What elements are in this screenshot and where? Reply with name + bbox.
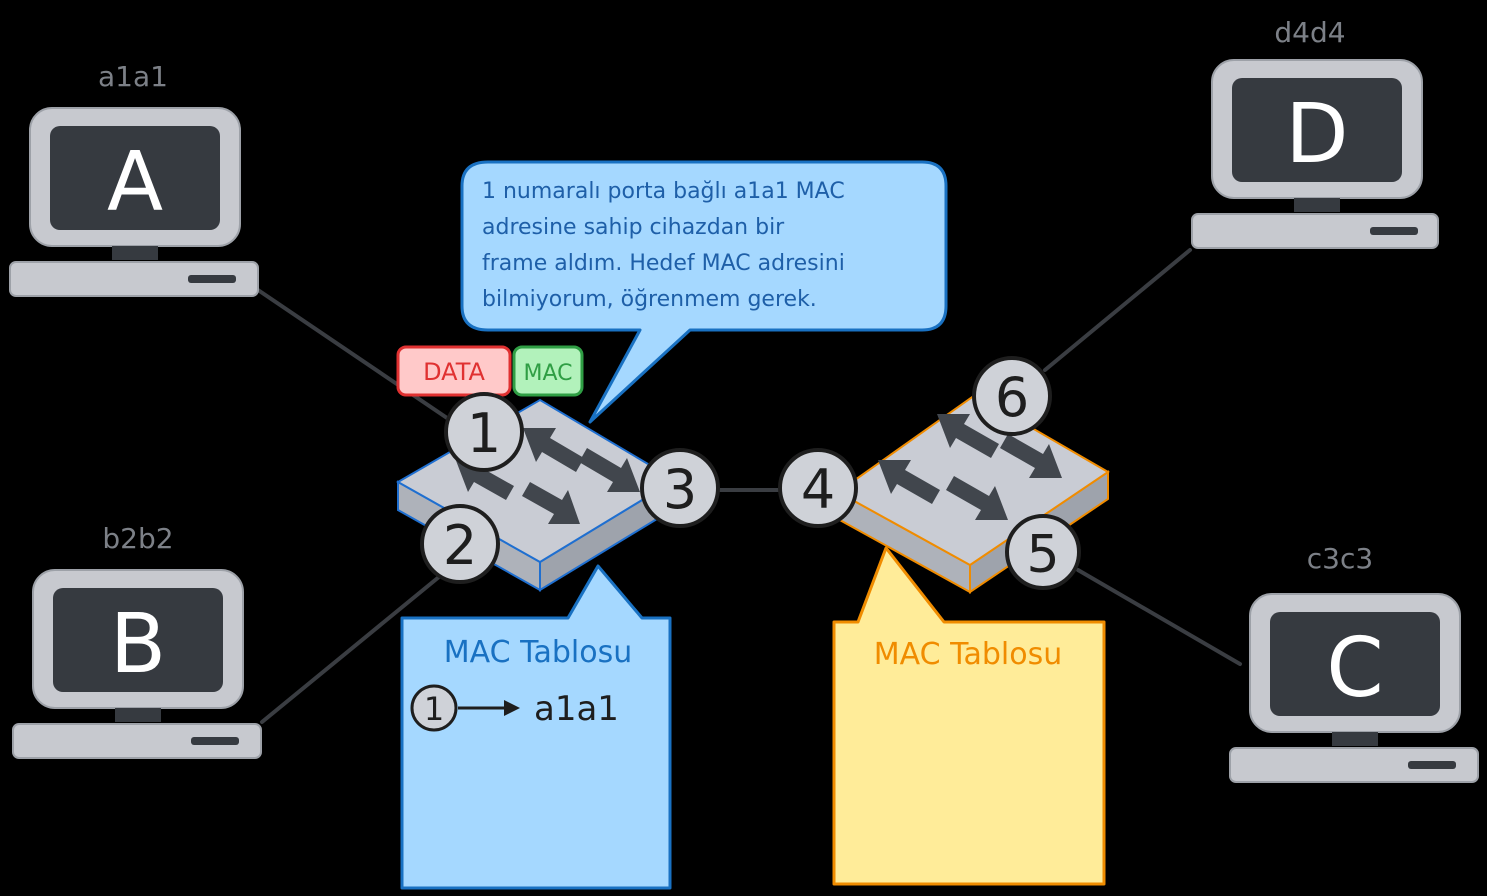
table-panel <box>832 546 1106 886</box>
monitor-stand <box>112 246 158 260</box>
computer-letter: C <box>1326 621 1383 716</box>
mac-label-text: MAC <box>523 361 572 386</box>
monitor-stand <box>115 708 161 722</box>
arrow-right-icon <box>504 700 520 716</box>
arrow-icon <box>579 448 640 492</box>
wires <box>256 248 1242 724</box>
drive-slot <box>1408 761 1456 769</box>
port-number: 2 <box>443 514 477 577</box>
port-circle <box>640 448 720 528</box>
bubble-text: 1 numaralı porta bağlı a1a1 MAC adresine… <box>482 179 852 312</box>
computer-a: a1a1 A <box>9 60 259 297</box>
wire-a-port1 <box>256 288 452 422</box>
computer-letter: A <box>107 135 163 230</box>
computer-base <box>9 261 259 297</box>
port-circle <box>444 392 524 472</box>
computer-base <box>1229 747 1479 783</box>
wire-b-port2 <box>260 570 447 724</box>
data-label-text: DATA <box>423 358 485 386</box>
table-panel <box>400 564 672 890</box>
ports: 1 2 3 4 5 6 <box>420 356 1081 590</box>
arrow-icon <box>946 476 1008 520</box>
port-4: 4 <box>778 448 858 528</box>
left-mac-table: MAC Tablosu 1 a1a1 <box>400 564 672 890</box>
arrow-icon <box>522 482 580 524</box>
bubble-line: frame aldım. Hedef MAC adresini <box>482 251 845 276</box>
arrow-icon <box>937 414 999 458</box>
port-number: 1 <box>467 402 501 465</box>
port-number: 5 <box>1026 525 1059 585</box>
drive-slot <box>191 737 239 745</box>
computer-mac-label: d4d4 <box>1274 16 1345 49</box>
computer-c: c3c3 C <box>1229 542 1479 783</box>
port-3: 3 <box>640 448 720 528</box>
screen <box>1270 612 1440 716</box>
screen <box>53 588 223 692</box>
arrow-icon <box>878 460 940 504</box>
port-number: 4 <box>801 458 835 521</box>
arrow-icon <box>523 428 584 472</box>
computer-letter: D <box>1285 87 1348 182</box>
data-frame-label <box>396 345 512 397</box>
port-circle <box>410 684 458 732</box>
computer-base <box>1191 213 1439 249</box>
screen <box>1232 78 1402 182</box>
port-2: 2 <box>420 504 500 584</box>
wire-c-port5 <box>1076 568 1242 666</box>
port-6: 6 <box>972 356 1052 436</box>
computer-base <box>12 723 262 759</box>
computer-mac-label: c3c3 <box>1307 542 1373 575</box>
bubble-line: 1 numaralı porta bağlı a1a1 MAC <box>482 179 845 204</box>
computer-letter: B <box>110 597 166 692</box>
right-mac-table: MAC Tablosu <box>832 546 1106 886</box>
port-circle <box>1005 514 1081 590</box>
monitor-stand <box>1294 198 1340 212</box>
port-circle <box>972 356 1052 436</box>
switch-arrows-icon <box>878 414 1062 520</box>
bubble-line: bilmiyorum, öğrenmem gerek. <box>482 287 817 312</box>
computer-b: b2b2 B <box>12 522 262 759</box>
monitor-stand <box>1332 732 1378 746</box>
drive-slot <box>188 275 236 283</box>
screen <box>50 126 220 230</box>
switch-speech-bubble: 1 numaralı porta bağlı a1a1 MAC adresine… <box>460 160 948 424</box>
frame-labels: DATA MAC <box>396 345 584 397</box>
bubble-shape <box>460 160 948 424</box>
table-title: MAC Tablosu <box>444 635 632 670</box>
port-5: 5 <box>1005 514 1081 590</box>
entry-mac: a1a1 <box>534 689 619 729</box>
table-title: MAC Tablosu <box>874 637 1062 672</box>
computer-mac-label: a1a1 <box>98 60 168 93</box>
bubble-line: adresine sahip cihazdan bir <box>482 215 785 240</box>
wire-d-port6 <box>1043 248 1192 372</box>
table-entry: 1 a1a1 <box>410 684 619 732</box>
computer-mac-label: b2b2 <box>102 522 173 555</box>
port-1: 1 <box>444 392 524 472</box>
port-number: 6 <box>995 366 1029 429</box>
entry-port: 1 <box>424 690 444 728</box>
computer-d: d4d4 D <box>1191 16 1439 249</box>
port-number: 3 <box>663 458 697 521</box>
drive-slot <box>1370 227 1418 235</box>
mac-frame-label <box>512 345 584 397</box>
port-circle <box>420 504 500 584</box>
switch-top-face <box>836 393 1110 567</box>
port-circle <box>778 448 858 528</box>
arrow-icon <box>1000 434 1062 478</box>
